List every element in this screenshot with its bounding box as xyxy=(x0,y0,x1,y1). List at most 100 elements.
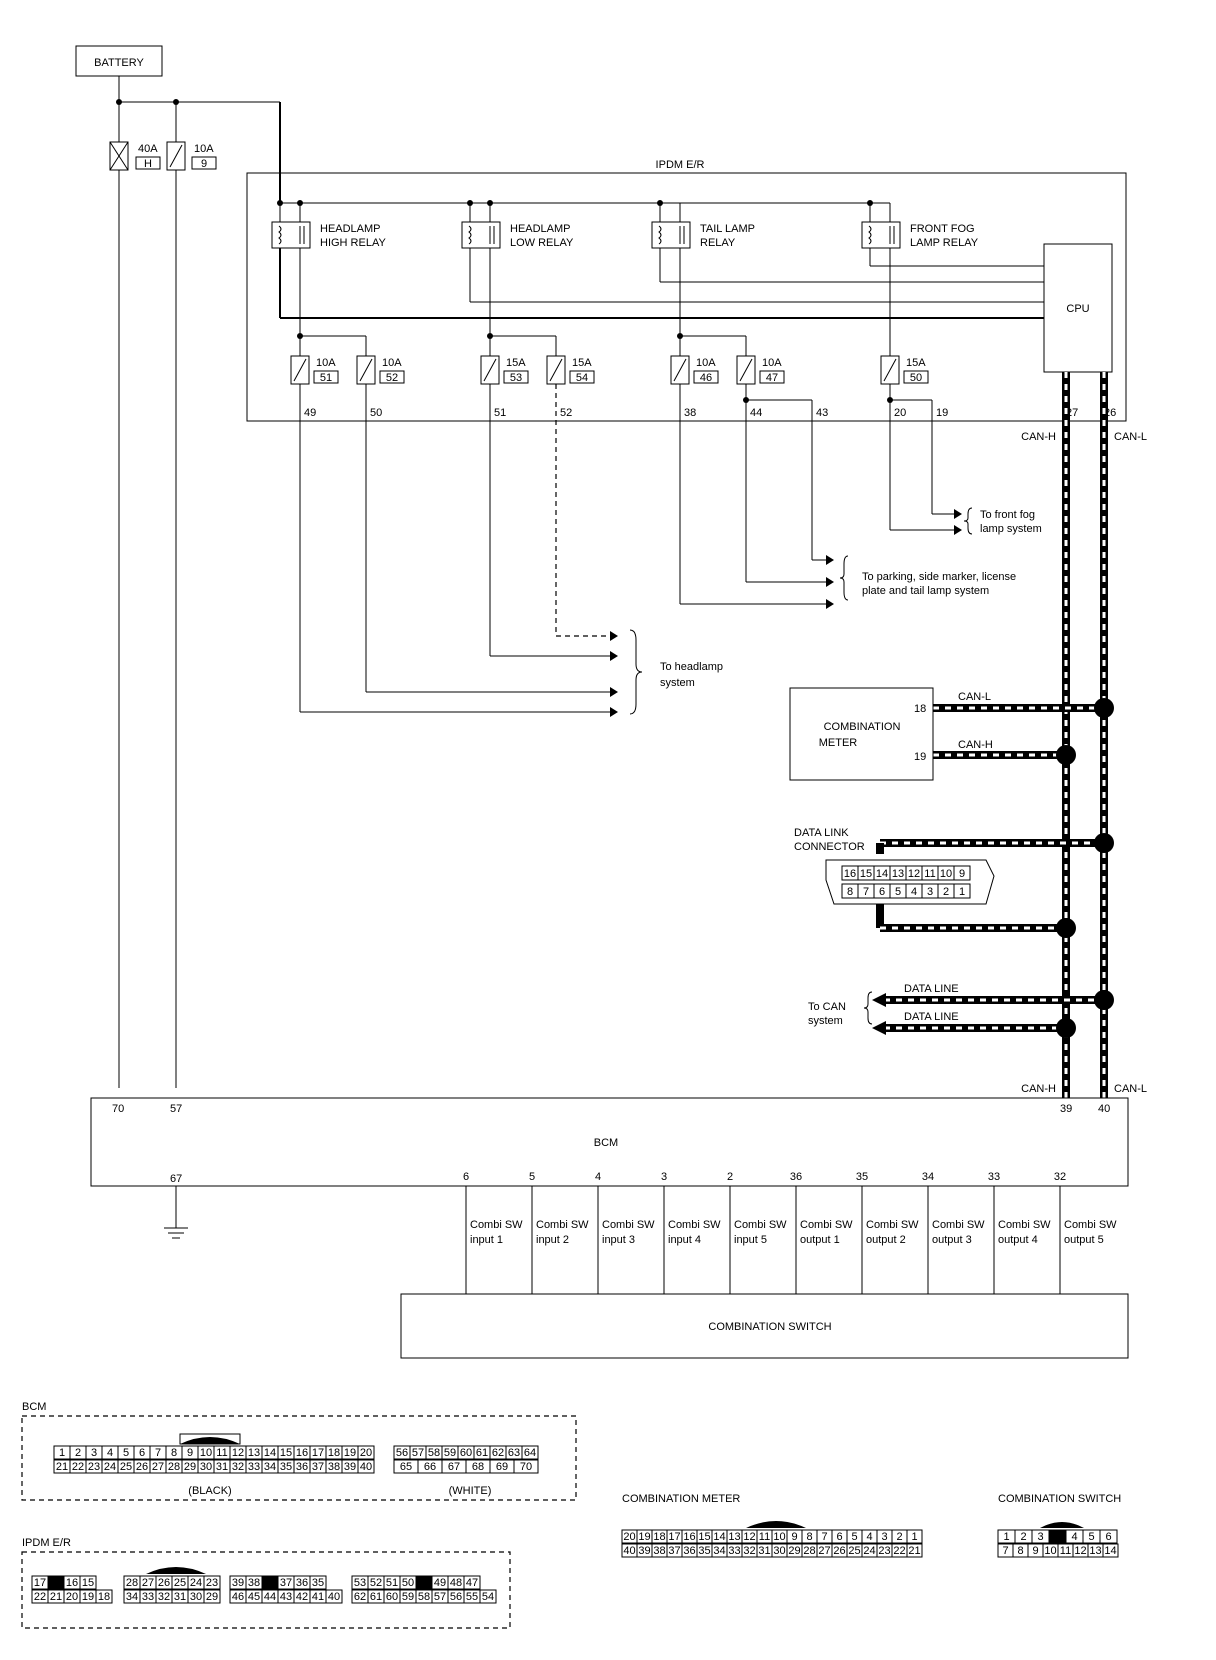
combination-switch-label: COMBINATION SWITCH xyxy=(708,1321,831,1333)
ipdm-g1-top-cell xyxy=(79,1575,97,1590)
to-can-label-1: To CAN xyxy=(808,1001,846,1013)
ipdm-g3-top-pin: 39 xyxy=(232,1577,244,1589)
ipdm-g4-top-pin: 50 xyxy=(402,1577,414,1589)
data-line-label-1: DATA LINE xyxy=(904,983,959,995)
meter-top-pin: 18 xyxy=(653,1531,665,1543)
combi-signal-label: output 2 xyxy=(866,1234,906,1246)
to-front-fog-label-1: To front fog xyxy=(980,509,1035,521)
bcm-label: BCM xyxy=(594,1137,618,1149)
to-headlamp-label-2: system xyxy=(660,677,695,689)
combi-signal-label: Combi SW xyxy=(932,1219,985,1231)
ipdm-g3-bottom-pin: 45 xyxy=(248,1591,260,1603)
bcm-black-bottom-pin: 32 xyxy=(232,1461,244,1473)
ipdm-g4-top-pin: 48 xyxy=(450,1577,462,1589)
svg-text:38: 38 xyxy=(684,407,696,419)
bcm-white-top-cell xyxy=(521,1445,539,1460)
svg-text:15A: 15A xyxy=(506,357,526,369)
meter-top-pin: 5 xyxy=(851,1531,857,1543)
switch-bottom-cell xyxy=(1102,1543,1119,1558)
meter-top-pin: 19 xyxy=(638,1531,650,1543)
dlc-bottom-cell xyxy=(953,883,971,899)
bcm-black-top-pin: 9 xyxy=(187,1447,193,1459)
svg-text:43: 43 xyxy=(816,407,828,419)
front-fog-lamp-relay: FRONT FOG LAMP RELAY xyxy=(861,202,979,249)
meter-bottom-pin: 30 xyxy=(773,1545,785,1557)
combination-switch-box xyxy=(400,1293,1129,1359)
switch-top-pin: 2 xyxy=(1020,1531,1026,1543)
combi-signal-label: input 5 xyxy=(734,1234,767,1246)
switch-top-pin: 1 xyxy=(1003,1531,1009,1543)
bcm-white-top-pin: 62 xyxy=(492,1447,504,1459)
svg-text:10A: 10A xyxy=(696,357,716,369)
headlamp-low-relay: HEADLAMP LOW RELAY xyxy=(461,203,574,249)
bcm-pin: 3 xyxy=(661,1171,667,1183)
ipdm-g4-top-cell xyxy=(415,1575,433,1590)
ipdm-g3-top-pin: 36 xyxy=(296,1577,308,1589)
meter-top-pin: 11 xyxy=(759,1531,770,1543)
svg-text:(WHITE): (WHITE) xyxy=(449,1485,492,1497)
svg-text:50: 50 xyxy=(910,372,922,384)
ipdm-g4-bottom-pin: 62 xyxy=(354,1591,366,1603)
bcm-black-bottom-pin: 27 xyxy=(152,1461,164,1473)
meter-bottom-pin: 24 xyxy=(863,1545,875,1557)
bcm-box xyxy=(90,1097,1129,1187)
ipdm-g1-bottom-pin: 19 xyxy=(82,1591,94,1603)
meter-bottom-pin: 31 xyxy=(758,1545,770,1557)
bcm-white-top-pin: 60 xyxy=(460,1447,472,1459)
bcm-black-bottom-pin: 29 xyxy=(184,1461,196,1473)
ipdm-g4-bottom-pin: 57 xyxy=(434,1591,446,1603)
ipdm-g4-bottom-pin: 59 xyxy=(402,1591,414,1603)
ipdm-g3-bottom-cell xyxy=(325,1589,343,1604)
bcm-black-top-cell xyxy=(357,1445,375,1460)
bcm-black-top-pin: 15 xyxy=(280,1447,292,1459)
ipdm-g1-top-pin: 17 xyxy=(34,1577,46,1589)
meter-bottom-pin: 35 xyxy=(698,1545,710,1557)
to-can-label-2: system xyxy=(808,1015,843,1027)
switch-bottom-pin: 13 xyxy=(1089,1545,1101,1557)
dlc-top-pin: 15 xyxy=(860,868,872,880)
can-l-label-top: CAN-L xyxy=(1114,431,1147,443)
data-line-label-2: DATA LINE xyxy=(904,1011,959,1023)
data-link-label-2: CONNECTOR xyxy=(794,841,865,853)
ipdm-g4-top-cell xyxy=(463,1575,481,1590)
dlc-bottom-pin: 8 xyxy=(847,886,853,898)
ipdm-g4-top-pin: 52 xyxy=(370,1577,382,1589)
bcm-pin: 4 xyxy=(595,1171,601,1183)
svg-text:RELAY: RELAY xyxy=(700,237,736,249)
switch-top-pin: 4 xyxy=(1071,1531,1077,1543)
ipdm-g4-bottom-pin: 58 xyxy=(418,1591,430,1603)
bcm-black-top-pin: 4 xyxy=(107,1447,113,1459)
switch-bottom-pin: 8 xyxy=(1017,1545,1023,1557)
ipdm-g4-bottom-pin: 60 xyxy=(386,1591,398,1603)
ipdm-g3-top-pin: 37 xyxy=(280,1577,292,1589)
ipdm-g4-top-pin: 53 xyxy=(354,1577,366,1589)
ipdm-g1-bottom-pin: 21 xyxy=(50,1591,62,1603)
switch-bottom-pin: 7 xyxy=(1002,1545,1008,1557)
dlc-top-cell xyxy=(953,865,971,881)
bcm-black-bottom-pin: 28 xyxy=(168,1461,180,1473)
meter-top-pin: 10 xyxy=(773,1531,785,1543)
bcm-white-bottom-pin: 70 xyxy=(520,1461,532,1473)
fusible-link-40a: 40A H xyxy=(109,141,161,171)
meter-bottom-pin: 27 xyxy=(818,1545,830,1557)
ipdm-g4-bottom-pin: 54 xyxy=(482,1591,494,1603)
combi-signal-label: output 3 xyxy=(932,1234,972,1246)
svg-text:49: 49 xyxy=(304,407,316,419)
svg-text:HIGH RELAY: HIGH RELAY xyxy=(320,237,386,249)
ipdm-g3-top-pin: 35 xyxy=(312,1577,324,1589)
cpu-box xyxy=(1043,243,1113,373)
bcm-black-bottom-pin: 33 xyxy=(248,1461,260,1473)
switch-bottom-pin: 10 xyxy=(1044,1545,1056,1557)
meter-bottom-pin: 23 xyxy=(878,1545,890,1557)
svg-text:20: 20 xyxy=(894,407,906,419)
ipdm-g2-top-pin: 24 xyxy=(190,1577,202,1589)
meter-bottom-pin: 40 xyxy=(623,1545,635,1557)
svg-text:46: 46 xyxy=(700,372,712,384)
dlc-top-pin: 16 xyxy=(844,868,856,880)
switch-bottom-pin: 14 xyxy=(1104,1545,1116,1557)
meter-top-pin: 12 xyxy=(743,1531,755,1543)
fuse-47: 10A 47 xyxy=(736,355,785,385)
meter-top-pin: 7 xyxy=(821,1531,827,1543)
ipdm-g2-top-pin: 23 xyxy=(206,1577,218,1589)
